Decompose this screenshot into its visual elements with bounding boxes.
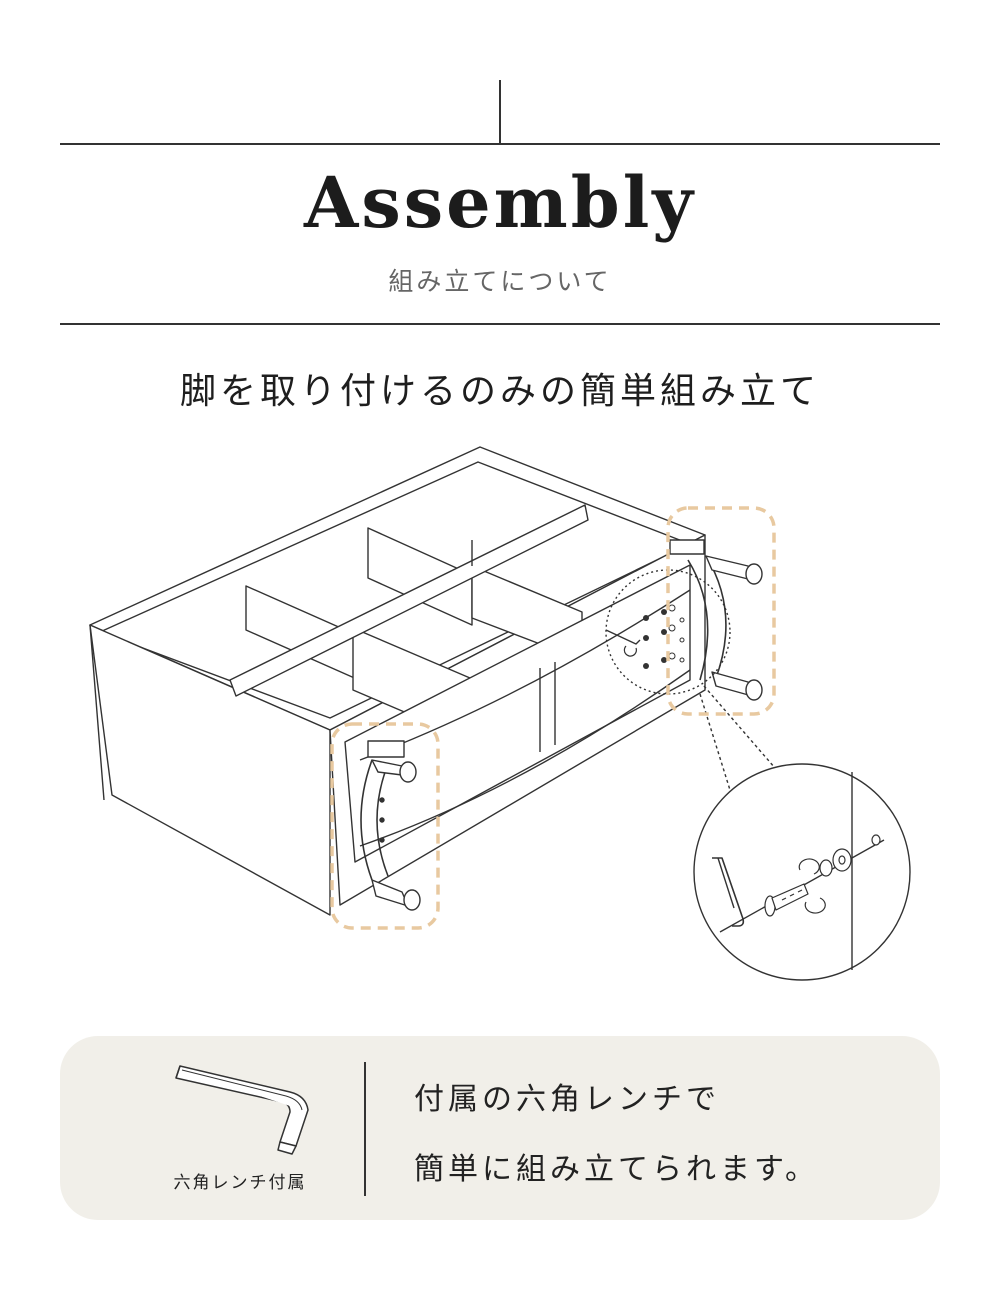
hex-wrench-icon xyxy=(175,1065,309,1155)
mid-horizontal-rule xyxy=(60,323,940,325)
leg-group-back xyxy=(669,539,763,701)
wrench-caption: 六角レンチ付属 xyxy=(173,1173,307,1193)
highlight-box-back-legs xyxy=(666,506,776,716)
info-box: 六角レンチ付属 付属の六角レンチで 簡単に組み立てられます。 xyxy=(60,1036,940,1220)
top-vertical-rule xyxy=(499,80,501,144)
page-subtitle: 組み立てについて xyxy=(388,267,612,296)
info-box-divider xyxy=(364,1062,366,1196)
highlight-box-front-legs xyxy=(330,722,440,930)
assembly-illustration xyxy=(89,446,911,981)
info-line-1: 付属の六角レンチで xyxy=(414,1082,720,1117)
top-horizontal-rule xyxy=(60,143,940,145)
info-line-2: 簡単に組み立てられます。 xyxy=(414,1152,819,1187)
headline: 脚を取り付けるのみの簡単組み立て xyxy=(179,371,820,412)
leg-group-front xyxy=(360,740,421,911)
page-title: Assembly xyxy=(304,161,696,244)
detail-circle-small xyxy=(605,569,731,695)
detail-circle-large xyxy=(693,763,911,981)
